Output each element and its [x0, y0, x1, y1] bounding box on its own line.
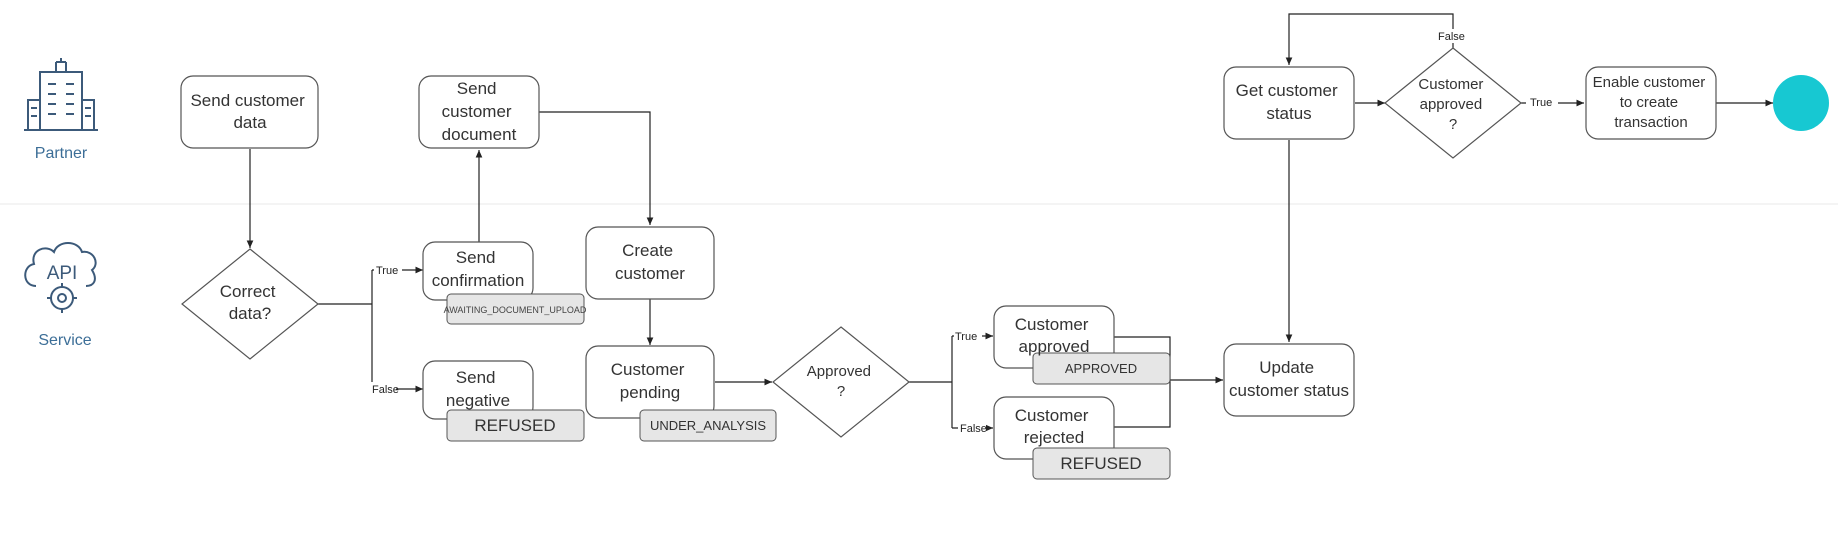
node-customer-approved-decision: [1384, 47, 1522, 159]
label-update-customer-status: Update customer status: [1229, 358, 1349, 400]
tag-text-under-analysis: UNDER_ANALYSIS: [650, 418, 766, 433]
api-icon-text: API: [47, 263, 78, 284]
lane-label-partner: Partner: [35, 145, 88, 162]
tag-approved: [1032, 352, 1171, 385]
node-approved-decision: [772, 326, 910, 438]
label-get-customer-status: Get customer status: [1236, 81, 1343, 123]
node-update-customer-status: [1223, 343, 1355, 417]
edge-label-approved-false: False: [960, 423, 987, 435]
tag-awaiting-document-upload: [446, 293, 585, 325]
label-customer-approved-decision: Customer approved ?: [1418, 76, 1487, 133]
tag-text-refused-rejected: REFUSED: [1060, 454, 1141, 473]
label-send-confirmation: Send confirmation: [432, 248, 525, 290]
tag-text-refused-negative: REFUSED: [474, 416, 555, 435]
building-icon: [24, 58, 98, 131]
tag-refused-rejected: [1032, 447, 1171, 480]
api-cloud-gear-icon: [24, 242, 97, 313]
tag-refused-negative: [446, 409, 585, 442]
node-customer-pending: [585, 345, 715, 419]
edge-label-correct-true: True: [376, 265, 398, 277]
label-send-customer-data: Send customer data: [190, 91, 309, 132]
edge-document-to-create: [539, 111, 654, 225]
node-create-customer: [585, 226, 715, 300]
edge-label-status-true: True: [1530, 97, 1552, 109]
node-enable-customer: [1585, 66, 1717, 140]
edge-decision-false-loop: [1285, 13, 1454, 65]
label-send-negative: Send negative: [446, 368, 510, 410]
lane-label-service: Service: [38, 332, 91, 349]
end-event: [1773, 75, 1829, 131]
node-send-customer-document: [418, 75, 540, 149]
node-correct-data-decision: [181, 248, 319, 360]
label-create-customer: Create customer: [615, 241, 685, 283]
label-approved-decision: Approved ?: [807, 363, 875, 400]
tag-text-awaiting-document-upload: AWAITING_DOCUMENT_UPLOAD: [444, 305, 587, 315]
edge-label-status-false: False: [1438, 31, 1465, 43]
edge-label-approved-true: True: [955, 331, 977, 343]
label-customer-pending: Customer pending: [611, 360, 689, 402]
node-get-customer-status: [1223, 66, 1355, 140]
label-send-customer-document: Send customer document: [442, 79, 517, 144]
label-customer-approved: Customer approved: [1015, 315, 1093, 356]
label-correct-data: Correct data?: [220, 282, 280, 323]
node-send-customer-data: [180, 75, 319, 149]
tag-under-analysis: [639, 409, 777, 442]
tag-text-approved: APPROVED: [1065, 361, 1137, 376]
label-customer-rejected: Customer rejected: [1015, 406, 1093, 447]
edge-label-correct-false: False: [372, 384, 399, 396]
label-enable-customer: Enable customer to create transaction: [1593, 74, 1710, 131]
